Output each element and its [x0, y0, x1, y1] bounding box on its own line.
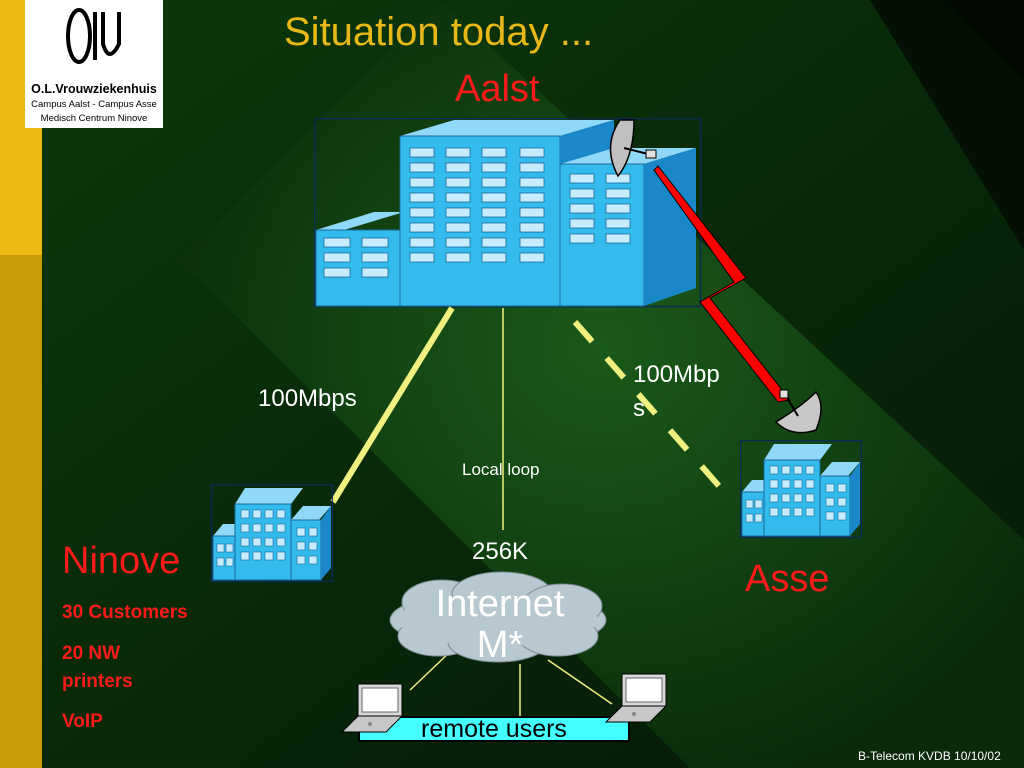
- logo-mark-icon: [66, 8, 121, 64]
- cloud-label-1: Internet: [435, 583, 565, 625]
- logo-name: O.L.Vrouwziekenhuis: [31, 82, 157, 96]
- ninove-printers-1: 20 NW: [62, 643, 121, 664]
- cloud-icon: [389, 571, 607, 663]
- site-label-asse: Asse: [745, 558, 830, 600]
- ninove-printers-2: printers: [62, 671, 133, 692]
- bandwidth-label: 256K: [472, 538, 529, 565]
- link-speed-right-1: 100Mbp: [633, 361, 720, 388]
- laptop-icon: [604, 673, 668, 723]
- ninove-customers: 30 Customers: [62, 602, 188, 623]
- asse-building-icon: [740, 440, 862, 538]
- site-label-ninove: Ninove: [62, 540, 181, 582]
- lightning-icon: [653, 165, 791, 403]
- slide-title: Situation today ...: [284, 10, 594, 54]
- logo: O.L.Vrouwziekenhuis Campus Aalst - Campu…: [25, 0, 163, 128]
- satellite-dish-icon: [774, 389, 822, 434]
- logo-line2: Medisch Centrum Ninove: [40, 113, 148, 124]
- local-loop-label: Local loop: [462, 460, 540, 479]
- ninove-building-icon: [211, 484, 333, 582]
- cloud-label-2: M*: [476, 624, 524, 666]
- remote-users-label: remote users: [421, 715, 567, 743]
- site-label-aalst: Aalst: [455, 68, 540, 110]
- satellite-dish-icon: [609, 119, 657, 178]
- ninove-voip: VoIP: [62, 711, 103, 732]
- link-speed-left: 100Mbps: [258, 385, 357, 412]
- footer-text: B-Telecom KVDB 10/10/02: [858, 749, 1001, 763]
- laptop-icon: [340, 683, 404, 733]
- link-speed-right-2: s: [633, 395, 645, 422]
- logo-line1: Campus Aalst - Campus Asse: [31, 99, 157, 110]
